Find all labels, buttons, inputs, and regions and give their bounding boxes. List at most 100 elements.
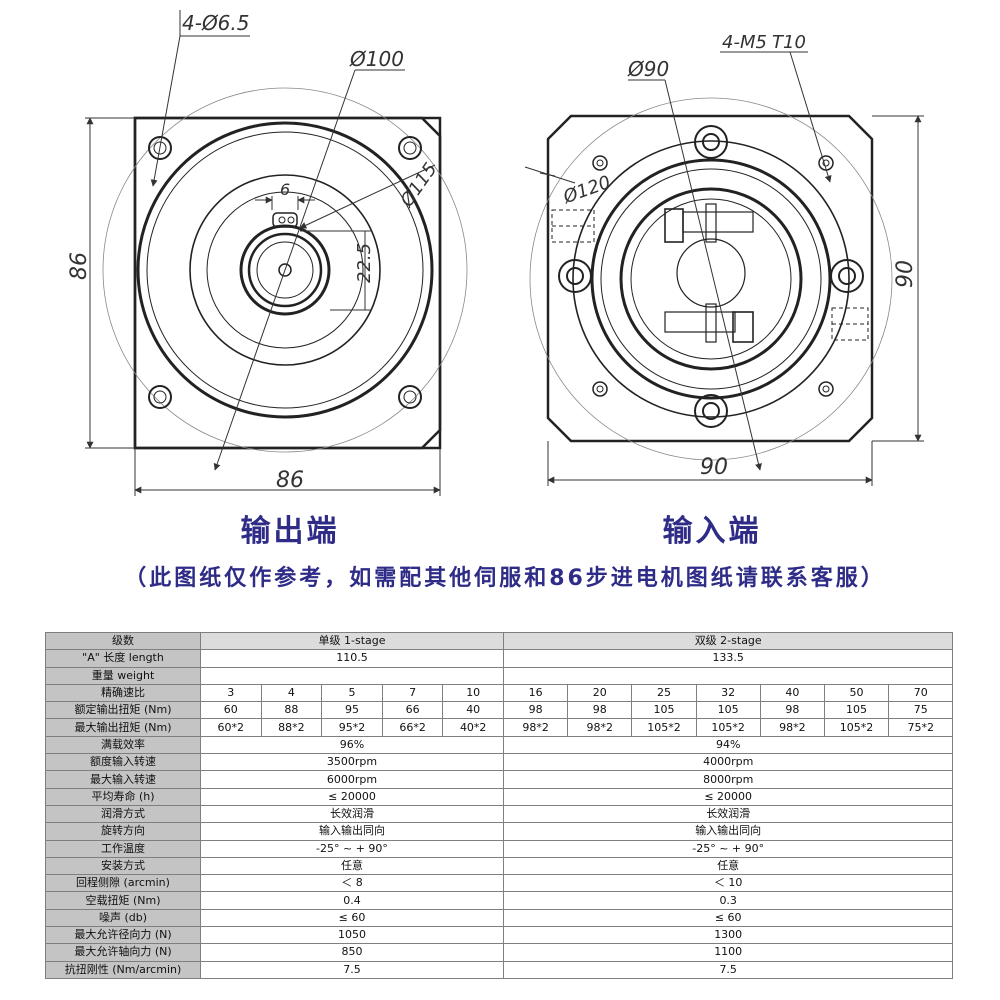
stage2-value: ≤ 60 (502, 908, 954, 928)
stage2-value: ＜ 10 (502, 874, 954, 893)
row-label: 最大输入转速 (45, 770, 201, 789)
row-label: 抗扭刚性 (Nm/arcmin) (45, 960, 201, 979)
dim-width: 90 (700, 455, 728, 480)
output-key (272, 212, 298, 228)
row-label: 润滑方式 (45, 804, 201, 824)
stage1-cell: 40 (442, 701, 504, 720)
stage1-value (200, 666, 504, 685)
stage2-value: 133.5 (502, 649, 954, 668)
table-row: 平均寿命 (h)≤ 20000≤ 20000 (45, 787, 954, 806)
stage2-cell: 40 (759, 683, 825, 703)
stage2-value (502, 666, 954, 685)
stage2-cell: 20 (567, 683, 633, 703)
stage2-value: 长效润滑 (502, 804, 954, 824)
stage2-cell: 98 (502, 701, 569, 720)
stage1-value: ≤ 20000 (200, 787, 504, 806)
stage1-value: 6000rpm (200, 770, 504, 789)
row-label: 噪声 (db) (45, 908, 201, 928)
table-row: 回程侧隙 (arcmin)＜ 8＜ 10 (45, 874, 954, 893)
table-row: 噪声 (db)≤ 60≤ 60 (45, 908, 954, 928)
row-label: 精确速比 (45, 683, 201, 703)
stage2-cell: 98 (759, 701, 825, 720)
row-label: 重量 weight (45, 666, 201, 685)
output-mounting-holes (148, 136, 422, 409)
reference-note: （此图纸仅作参考，如需配其他伺服和86步进电机图纸请联系客服） (124, 566, 886, 591)
row-label: 工作温度 (45, 839, 201, 858)
dim-pcd: Ø120 (560, 172, 614, 209)
stage2-value: -25° ~ + 90° (502, 839, 954, 858)
stage2-cell: 105*2 (631, 718, 697, 737)
dim-pcd: Ø100 (349, 47, 404, 71)
row-label: 空载扭矩 (Nm) (45, 891, 201, 910)
dim-thread: 4-M5 (722, 32, 767, 53)
stage2-cell: 16 (502, 683, 569, 703)
stage1-cell: 3 (200, 683, 262, 703)
stage1-cell: 10 (442, 683, 504, 703)
stage1-value: 1050 (200, 926, 504, 945)
stage2-value: ≤ 20000 (502, 787, 954, 806)
stage1-value: ≤ 60 (200, 908, 504, 928)
table-row: 工作温度-25° ~ + 90°-25° ~ + 90° (45, 839, 954, 858)
stage1-cell: 66 (381, 701, 444, 720)
stage1-cell: 60 (200, 701, 262, 720)
dim-key: 6 (280, 180, 290, 199)
input-end-caption: 输入端 (662, 514, 762, 549)
stage2-cell: 98 (567, 701, 633, 720)
stage2-cell: 25 (631, 683, 697, 703)
row-label: 最大输出扭矩 (Nm) (45, 718, 201, 737)
stage1-cell: 95*2 (321, 718, 383, 737)
spec-table: 级数 单级 1-stage 双级 2-stage "A" 长度 length 1… (45, 631, 954, 979)
dim-width: 86 (276, 468, 304, 493)
input-lug-holes (558, 125, 864, 428)
stage1-value: 3500rpm (200, 753, 504, 772)
row-label: 最大允许径向力 (N) (45, 926, 201, 945)
stage2-cell: 105 (695, 701, 761, 720)
stage1-cell: 88 (260, 701, 323, 720)
table-row: 安装方式任意任意 (45, 856, 954, 876)
table-row-length: "A" 长度 length 110.5 133.5 (45, 649, 954, 668)
output-end-caption: 输出端 (240, 514, 340, 549)
stage2-value: 输入输出同向 (502, 822, 954, 841)
table-row-weight: 重量 weight (45, 666, 954, 685)
stage1-cell: 60*2 (200, 718, 262, 737)
stage1-value: 850 (200, 943, 504, 962)
stage1-value: 任意 (200, 856, 504, 876)
table-row: 润滑方式长效润滑长效润滑 (45, 804, 954, 824)
stage1-value: -25° ~ + 90° (200, 839, 504, 858)
stage2-value: 94% (502, 735, 954, 755)
stage1-cell: 66*2 (381, 718, 444, 737)
technical-drawing: 4-Ø6.5 Ø100 Ø115 6 22.5 86 86 (67, 10, 924, 496)
stage1-header: 单级 1-stage (200, 631, 504, 651)
stage1-value: 0.4 (200, 891, 504, 910)
dim-height: 86 (67, 252, 92, 280)
output-end-view (85, 10, 468, 496)
row-label: 最大允许轴向力 (N) (45, 943, 201, 962)
stage2-value: 7.5 (502, 960, 954, 979)
stage2-value: 1100 (502, 943, 954, 962)
stage2-cell: 105*2 (823, 718, 890, 737)
row-label: 平均寿命 (h) (45, 787, 201, 806)
row-label: 安装方式 (45, 856, 201, 876)
table-row: 旋转方向输入输出同向输入输出同向 (45, 822, 954, 841)
stage2-cell: 70 (888, 683, 954, 703)
stage1-value: 7.5 (200, 960, 504, 979)
row-label: 级数 (45, 631, 201, 651)
row-label: "A" 长度 length (45, 649, 201, 668)
stage2-cell: 98*2 (502, 718, 569, 737)
stage1-cell: 95 (321, 701, 383, 720)
stage2-header: 双级 2-stage (502, 631, 954, 651)
stage2-cell: 98*2 (759, 718, 825, 737)
input-bore (676, 238, 746, 308)
stage1-cell: 7 (381, 683, 444, 703)
row-label: 额定输出扭矩 (Nm) (45, 701, 201, 720)
stage2-value: 4000rpm (502, 753, 954, 772)
stage2-cell: 50 (823, 683, 890, 703)
stage1-cell: 5 (321, 683, 383, 703)
dim-spigot: Ø115 (396, 159, 442, 212)
